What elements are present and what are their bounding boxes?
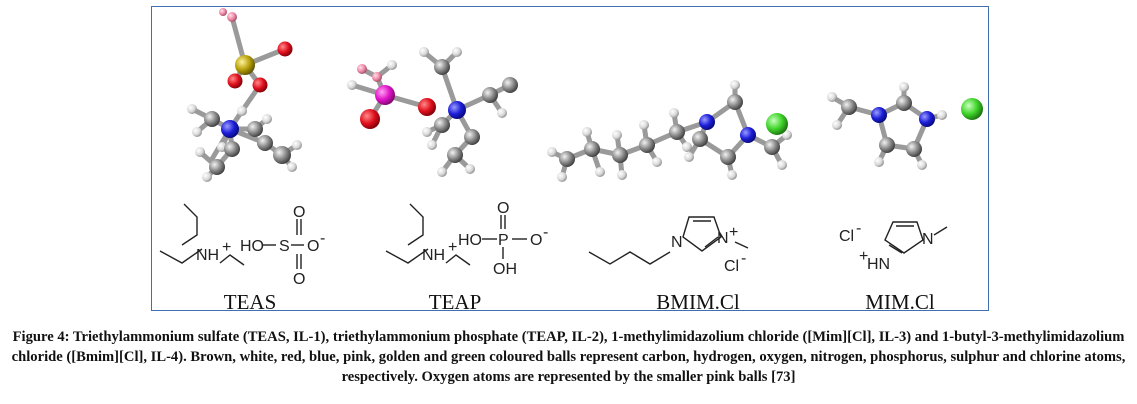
teap-anion-ho: HO (458, 232, 482, 249)
mim-hn: HN (867, 256, 890, 273)
bmim-3d-model (547, 80, 792, 182)
bmim-plus: + (729, 224, 738, 241)
teap-cation-nh: NH (422, 247, 445, 264)
mim-plus: + (859, 248, 868, 265)
teap-3d-model (347, 47, 518, 177)
teap-anion-o-minus: O (530, 232, 542, 249)
teap-cation-charge: + (448, 239, 457, 256)
bmim-structure (588, 216, 749, 265)
bmim-n3: N (717, 230, 729, 247)
teas-anion-s: S (279, 238, 290, 255)
mim-n: N (922, 231, 934, 248)
teap-anion-oh: OH (493, 261, 517, 278)
teas-anion-o-bottom: O (293, 271, 305, 288)
teas-cation-charge: + (222, 239, 231, 256)
teas-3d-model (187, 8, 302, 182)
teap-anion-minus: - (543, 224, 548, 241)
teas-anion-ho: HO (240, 238, 264, 255)
teas-anion-minus: - (320, 230, 325, 247)
teas-structure (159, 203, 304, 269)
teap-structure (385, 203, 527, 266)
bmim-cl-minus: - (741, 250, 746, 267)
teas-anion-o-top: O (293, 204, 305, 221)
mim-cl-minus: - (856, 220, 861, 237)
teas-cation-nh: NH (196, 247, 219, 264)
figure-frame: NH + HO S O O O - NH + HO P O OH O - (151, 6, 989, 314)
teas-anion-o-minus: O (307, 238, 319, 255)
mim-structure (884, 221, 948, 254)
teap-anion-o-top: O (497, 200, 509, 217)
label-teas: TEAS (223, 290, 277, 314)
figure-caption: Figure 4: Triethylammonium sulfate (TEAS… (11, 329, 1126, 385)
teap-anion-p: P (498, 232, 509, 249)
bmim-cl: Cl (724, 258, 739, 275)
label-teap: TEAP (428, 290, 482, 314)
label-mim-cl: MIM.Cl (865, 290, 935, 314)
mim-3d-model (827, 82, 983, 170)
molecule-illustrations: NH + HO S O O O - NH + HO P O OH O - (159, 8, 983, 288)
label-bmim-cl: BMIM.Cl (656, 290, 740, 314)
mim-cl: Cl (839, 228, 854, 245)
bmim-n1: N (671, 234, 683, 251)
